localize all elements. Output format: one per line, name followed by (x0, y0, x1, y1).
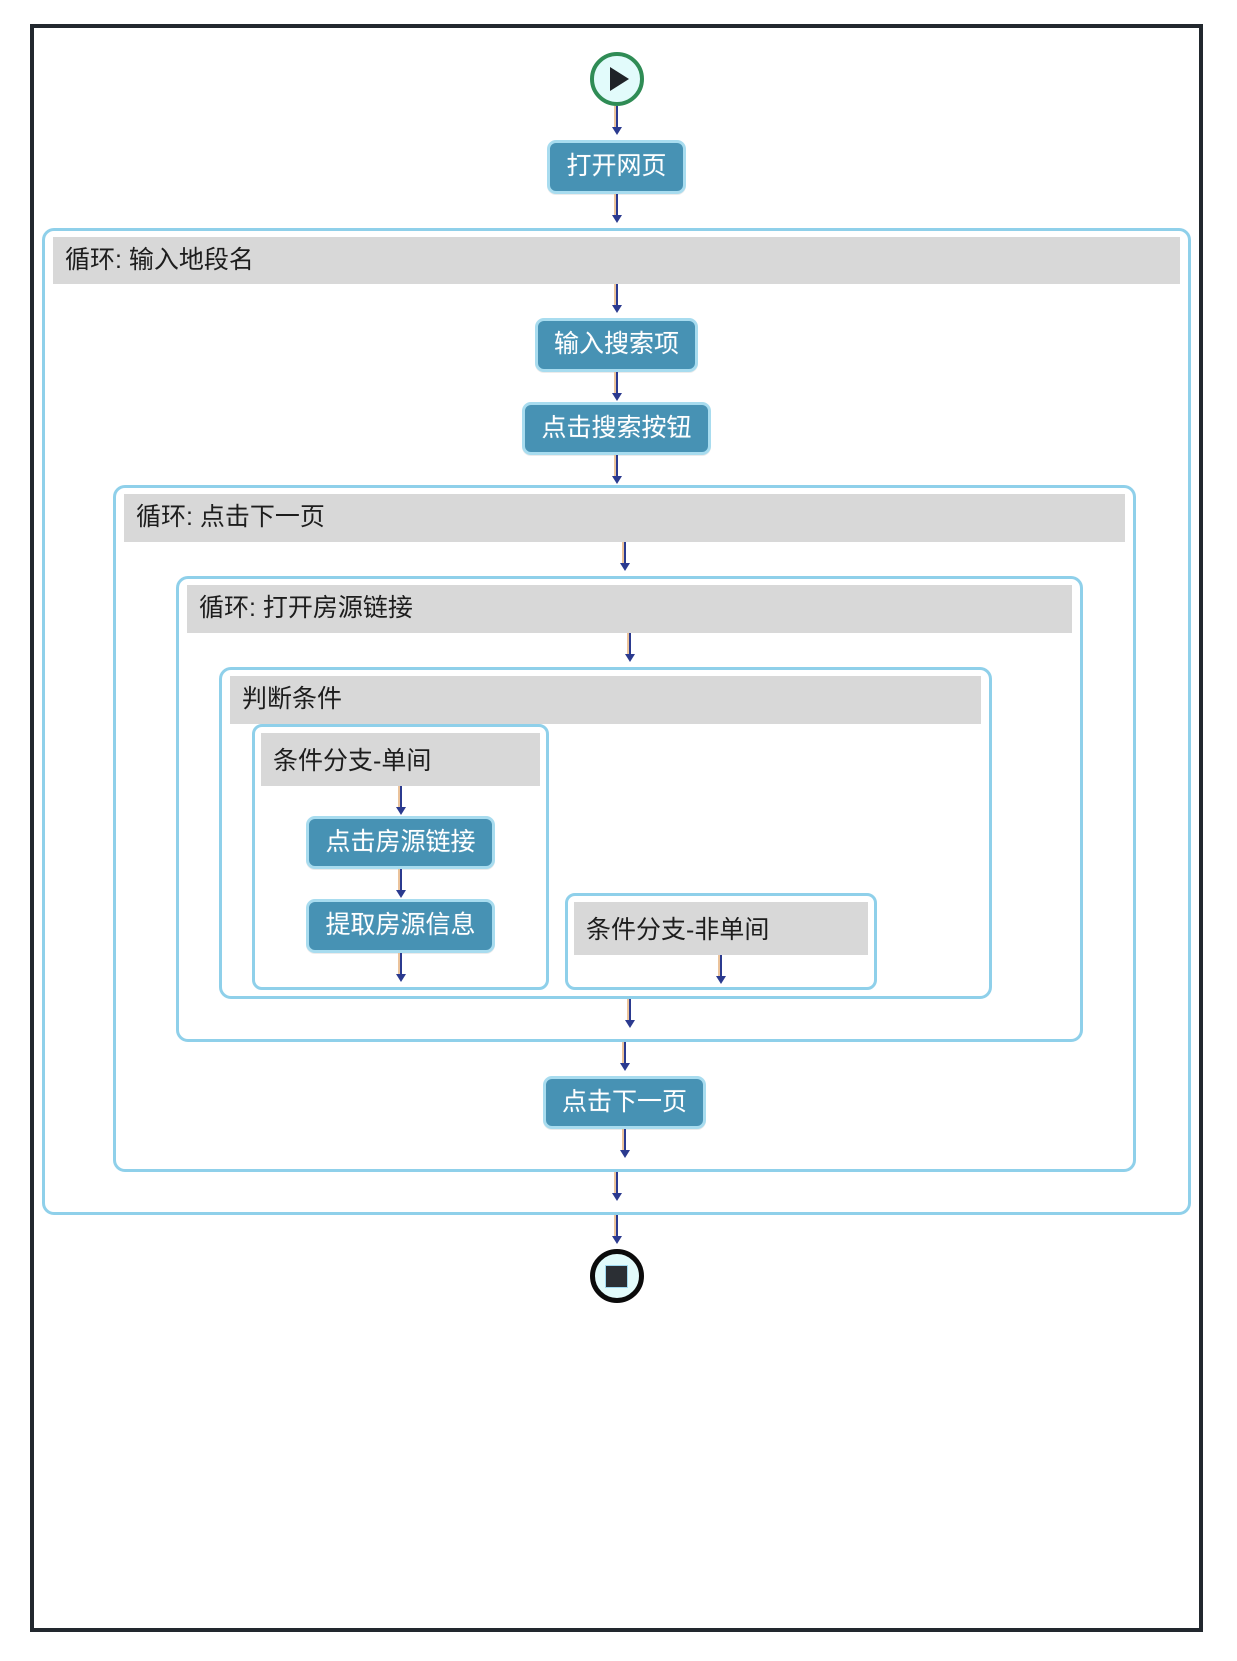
node-row-input-search-term: 输入搜索项 (45, 318, 1188, 372)
node-click-listing-link[interactable]: 点击房源链接 (306, 815, 495, 869)
container-loop-click-next-page[interactable]: 循环: 点击下一页 循环: 打开房源链接 判断条件 (113, 485, 1136, 1172)
node-click-next-page[interactable]: 点击下一页 (542, 1075, 706, 1129)
connector-arrow (116, 542, 1133, 576)
container-header-loop-open-listing-link: 循环: 打开房源链接 (187, 585, 1072, 633)
container-header-branch-non-single-room: 条件分支-非单间 (574, 901, 868, 955)
connector-arrow (45, 284, 1188, 318)
container-loop-open-listing-link[interactable]: 循环: 打开房源链接 判断条件 (176, 576, 1083, 1042)
flow-root: 打开网页 循环: 输入地段名 输入搜索项 点击搜索按钮 循环: 点击下一页 (34, 28, 1199, 1628)
flowchart-canvas: 打开网页 循环: 输入地段名 输入搜索项 点击搜索按钮 循环: 点击下一页 (30, 24, 1203, 1632)
connector-arrow (45, 1172, 1188, 1206)
container-body-branch-single-room: 点击房源链接 提取房源信息 (255, 785, 546, 987)
node-row-click-listing-link: 点击房源链接 (255, 815, 546, 869)
node-click-search-button[interactable]: 点击搜索按钮 (522, 401, 711, 456)
container-branch-non-single-room[interactable]: 条件分支-非单间 (565, 892, 877, 990)
connector-arrow (116, 1129, 1133, 1163)
container-body-condition: 条件分支-单间 点击房源链接 (222, 723, 989, 996)
container-branch-single-room[interactable]: 条件分支-单间 点击房源链接 (252, 723, 549, 990)
start-terminal[interactable] (589, 52, 644, 106)
container-header-condition: 判断条件 (230, 675, 981, 724)
connector-arrow (34, 1215, 1199, 1249)
node-open-page[interactable]: 打开网页 (547, 140, 686, 194)
container-body-loop-input-district: 输入搜索项 点击搜索按钮 循环: 点击下一页 循环: 打开房源链接 (45, 284, 1188, 1212)
connector-arrow (116, 1041, 1133, 1076)
container-body-branch-non-single-room (568, 954, 874, 987)
connector-arrow (568, 954, 874, 985)
connector-arrow (179, 632, 1080, 667)
connector-arrow (34, 106, 1199, 140)
connector-arrow (45, 371, 1188, 402)
node-row-extract-listing-info: 提取房源信息 (255, 899, 546, 953)
container-loop-input-district[interactable]: 循环: 输入地段名 输入搜索项 点击搜索按钮 循环: 点击下一页 (42, 227, 1191, 1215)
node-extract-listing-info[interactable]: 提取房源信息 (306, 899, 495, 953)
connector-arrow (255, 952, 546, 983)
connector-arrow (179, 998, 1080, 1033)
container-header-branch-single-room: 条件分支-单间 (261, 732, 540, 786)
container-header-loop-click-next-page: 循环: 点击下一页 (124, 494, 1125, 542)
end-node[interactable] (34, 1249, 1199, 1303)
node-input-search-term[interactable]: 输入搜索项 (534, 318, 698, 372)
node-row-open-page: 打开网页 (34, 140, 1199, 194)
connector-arrow (34, 193, 1199, 228)
node-row-click-next-page: 点击下一页 (116, 1075, 1133, 1129)
start-node[interactable] (34, 52, 1199, 106)
node-row-click-search-button: 点击搜索按钮 (45, 401, 1188, 456)
container-body-loop-open-listing-link: 判断条件 条件分支-单间 (179, 632, 1080, 1039)
play-icon (610, 67, 629, 91)
container-condition[interactable]: 判断条件 条件分支-单间 (219, 666, 992, 999)
connector-arrow (45, 455, 1188, 485)
container-body-loop-click-next-page: 循环: 打开房源链接 判断条件 (116, 542, 1133, 1169)
connector-arrow (255, 785, 546, 816)
branch-row: 条件分支-单间 点击房源链接 (222, 723, 989, 990)
container-header-loop-input-district: 循环: 输入地段名 (53, 236, 1180, 285)
end-terminal[interactable] (589, 1249, 644, 1303)
stop-icon (605, 1264, 628, 1288)
connector-arrow (255, 869, 546, 899)
